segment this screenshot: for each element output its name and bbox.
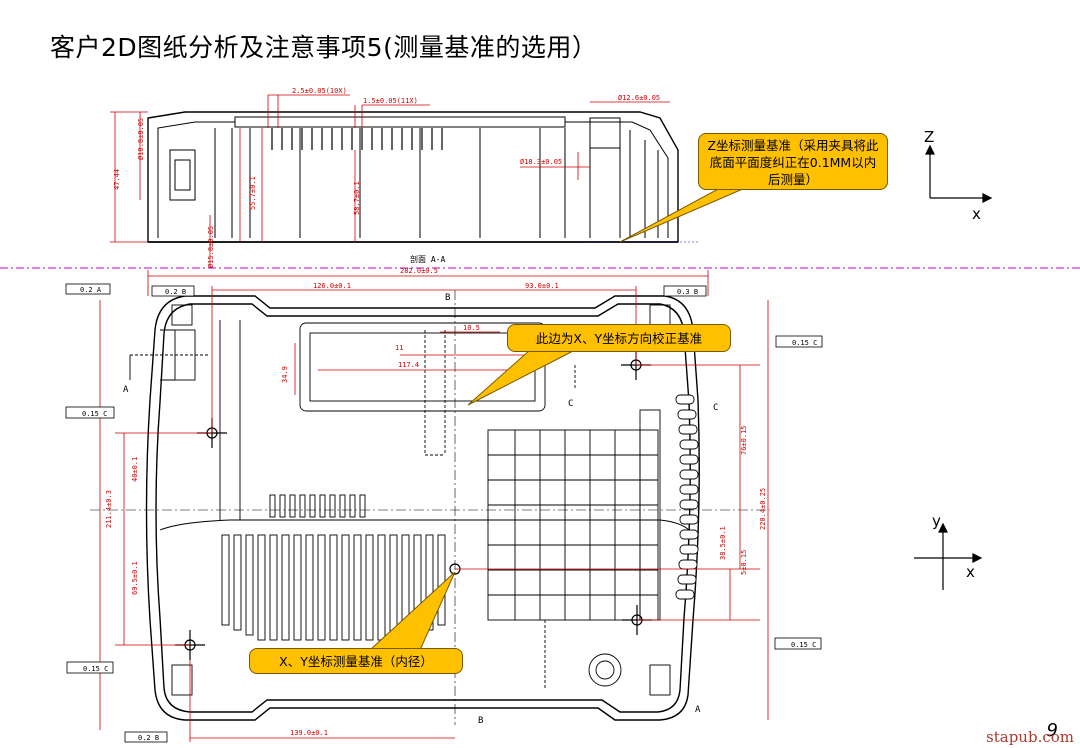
dim-text: 34.9 bbox=[281, 366, 289, 383]
tolerance-text: 0.15 C bbox=[792, 339, 817, 347]
dim-text: Ø18.8±0.05 bbox=[137, 118, 145, 160]
plan-view-vents bbox=[221, 494, 446, 641]
x-axis-label-top: x bbox=[972, 205, 981, 223]
dim-text: 139.0±0.1 bbox=[290, 729, 328, 737]
dim-text: 69.5±0.1 bbox=[131, 561, 139, 595]
dim-text: 282.0±0.5 bbox=[400, 267, 438, 275]
dim-text: 10.5 bbox=[463, 324, 480, 332]
dim-text: Ø18.3±0.05 bbox=[520, 158, 562, 166]
section-label: 剖面 A-A bbox=[410, 254, 445, 264]
callout-xy-base-pointer bbox=[368, 571, 456, 651]
tolerance-text: 0.15 C bbox=[83, 665, 108, 673]
tolerance-text: 0.3 B bbox=[677, 288, 698, 296]
page-number: 9 bbox=[1046, 720, 1058, 741]
section-mark: C bbox=[568, 399, 573, 409]
tolerance-frame-text: 0.2 A 0.2 B 0.3 B 0.15 C 0.15 C 0.15 C 0… bbox=[80, 286, 817, 742]
plan-view-inner bbox=[129, 304, 690, 696]
section-mark: B bbox=[445, 293, 450, 303]
bottom-axes bbox=[914, 522, 983, 590]
dim-text: 1.5±0.05(11X) bbox=[363, 97, 418, 105]
section-mark: A bbox=[123, 385, 129, 395]
axis-arrow-icon bbox=[982, 193, 993, 203]
dim-text: 38.5±0.1 bbox=[719, 526, 727, 560]
section-view-a-a bbox=[147, 111, 679, 243]
dim-text: 47.44 bbox=[113, 169, 121, 190]
dim-text: 220.4±0.25 bbox=[759, 488, 767, 530]
watermark: stapub.com bbox=[986, 728, 1074, 746]
tolerance-frames bbox=[65, 283, 823, 743]
plan-view-dim-text: 282.0±0.5 126.0±0.1 93.0±0.1 139.0±0.1 2… bbox=[105, 267, 767, 737]
section-view-ribs bbox=[271, 128, 443, 150]
dim-text: 211.4±0.3 bbox=[105, 490, 113, 528]
callout-z-pointer bbox=[619, 187, 746, 243]
plan-view-side-ribs bbox=[675, 394, 699, 600]
tolerance-text: 0.15 C bbox=[791, 641, 816, 649]
section-mark: B bbox=[478, 716, 483, 726]
axis-arrow-icon bbox=[925, 144, 935, 155]
z-datum-callout: Z坐标测量基准（采用夹具将此底面平面度纠正在0.1MM以内后测量） bbox=[698, 133, 888, 190]
plan-view-grid bbox=[487, 429, 659, 621]
tolerance-text: 0.2 B bbox=[138, 734, 159, 742]
section-view-dim-text: 2.5±0.05(10X) 1.5±0.05(11X) Ø12.6±0.05 Ø… bbox=[113, 87, 660, 268]
tolerance-text: 0.15 C bbox=[82, 410, 107, 418]
xy-edge-callout: 此边为X、Y坐标方向校正基准 bbox=[507, 324, 731, 352]
dim-text: 58.7±0.1 bbox=[353, 181, 361, 215]
x-axis-label-bottom: x bbox=[966, 563, 975, 581]
z-axis-label: Z bbox=[924, 128, 935, 146]
section-view-dimensions bbox=[110, 94, 670, 268]
xy-datum-callout: X、Y坐标测量基准（内径） bbox=[249, 648, 463, 674]
slide-title: 客户2D图纸分析及注意事项5(测量基准的选用） bbox=[50, 33, 598, 62]
axis-arrow-icon bbox=[972, 553, 983, 563]
dim-text: 2.5±0.05(10X) bbox=[292, 87, 347, 95]
dim-text: Ø12.6±0.05 bbox=[618, 94, 660, 102]
dim-text: 117.4 bbox=[398, 361, 419, 369]
tolerance-text: 0.2 A bbox=[80, 286, 102, 294]
dim-text: 93.0±0.1 bbox=[525, 282, 559, 290]
section-marks: A A B B C C bbox=[123, 293, 718, 726]
dim-text: 55.7±0.1 bbox=[249, 176, 257, 210]
callout-xy-edge-pointer bbox=[467, 349, 576, 406]
axis-arrow-icon bbox=[938, 522, 948, 533]
dim-text: 40±0.1 bbox=[131, 457, 139, 482]
tolerance-text: 0.2 B bbox=[165, 288, 186, 296]
y-axis-label: y bbox=[932, 512, 941, 530]
section-mark: C bbox=[713, 403, 718, 413]
dim-text: 11 bbox=[395, 344, 403, 352]
dim-text: 76±0.15 bbox=[740, 425, 748, 455]
top-axes bbox=[925, 144, 993, 203]
dim-text: Ø15.8±0.05 bbox=[207, 226, 215, 268]
dim-text: 5±0.15 bbox=[740, 550, 748, 575]
section-mark: A bbox=[695, 705, 701, 715]
dim-text: 126.0±0.1 bbox=[313, 282, 351, 290]
